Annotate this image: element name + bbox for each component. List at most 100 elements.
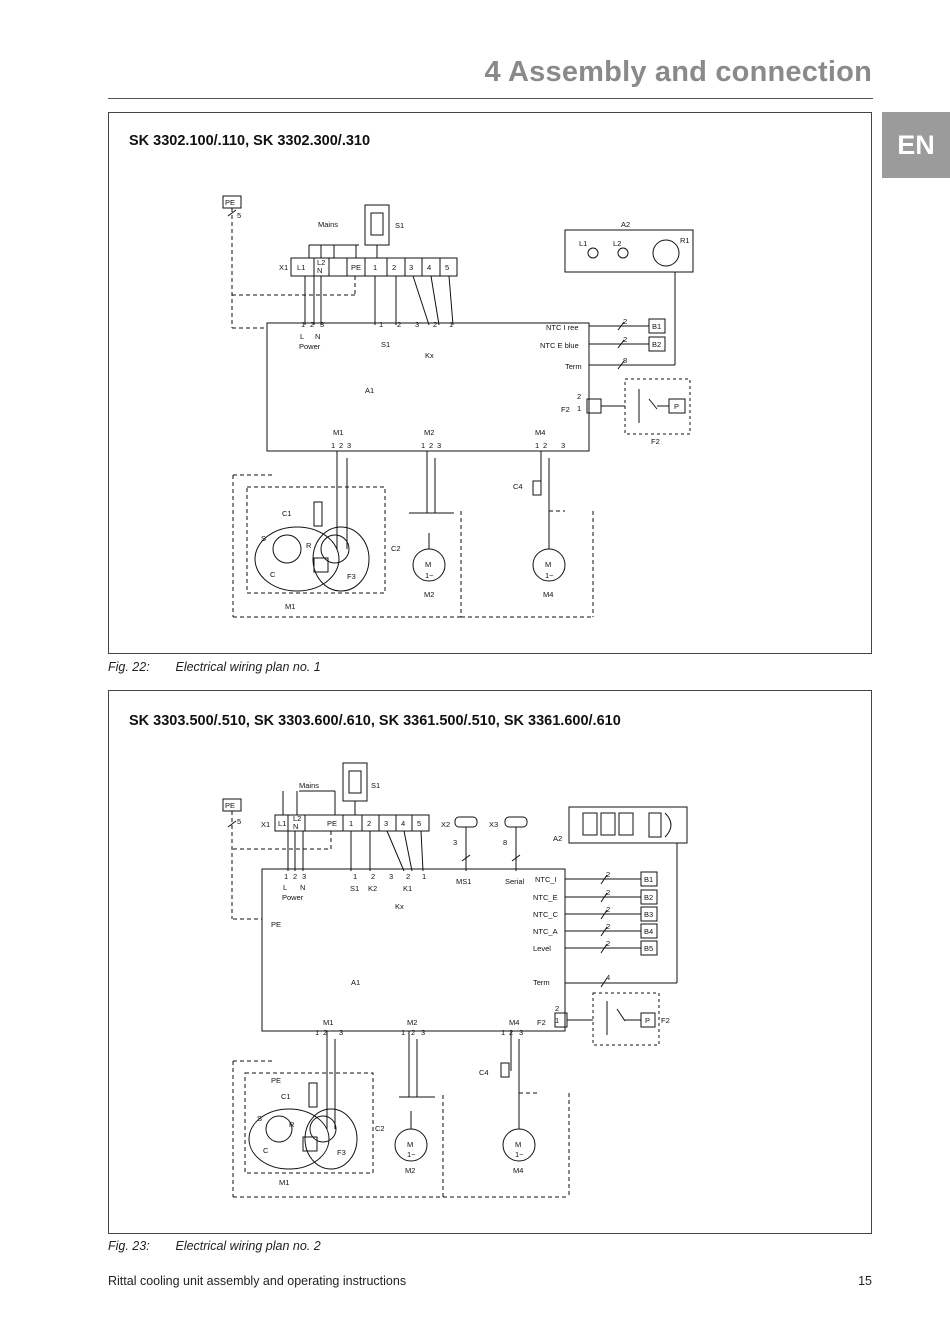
label2-m1: M1: [323, 1018, 333, 1027]
label2-k2: K2: [368, 884, 377, 893]
label2-wire-4: 4: [606, 973, 610, 982]
label-m1-b: M1: [285, 602, 295, 611]
label-m4-phase: 1~: [545, 571, 554, 580]
sensor-b3: [640, 906, 658, 922]
label2-f2-b: F2: [661, 1016, 670, 1025]
label2-N: N: [300, 883, 305, 892]
footer-page-number: 15: [858, 1274, 872, 1288]
label2-ntc-i: NTC_I: [535, 875, 557, 884]
s1-switch: [364, 204, 390, 246]
label-pe: PE: [225, 198, 235, 207]
label2-m4-3: 3: [519, 1028, 523, 1037]
figure-22-caption: Fig. 22: Electrical wiring plan no. 1: [108, 660, 321, 674]
x2-connector: [454, 816, 478, 828]
label2-t5: 5: [417, 819, 421, 828]
figure-23-title: SK 3303.500/.510, SK 3303.600/.610, SK 3…: [129, 713, 621, 729]
label2-l2: L2: [293, 814, 301, 823]
figure-23-panel: SK 3303.500/.510, SK 3303.600/.610, SK 3…: [108, 690, 872, 1234]
label2-a2: A2: [553, 834, 562, 843]
a1-controller-2: [261, 868, 566, 1032]
sensor-b1-2: [640, 871, 658, 887]
label2-wire-2e: 2: [606, 939, 610, 948]
label2-m1-3: 3: [339, 1028, 343, 1037]
label2-x1: X1: [261, 820, 270, 829]
label-m1-3: 3: [347, 441, 351, 450]
label2-b5: B5: [644, 944, 653, 953]
label-m4-3: 3: [561, 441, 565, 450]
language-tab[interactable]: EN: [882, 112, 950, 178]
x3-connector: [504, 816, 528, 828]
label2-m1-b: M1: [279, 1178, 289, 1187]
label2-power: Power: [282, 893, 304, 902]
label2-m2: M2: [407, 1018, 417, 1027]
s1-switch-2: [342, 762, 368, 802]
label-f3: F3: [347, 572, 356, 581]
label-wire-8: 8: [623, 356, 627, 365]
sensor-b4: [640, 923, 658, 939]
wiring-diagram-2: PE 5 Mains S1 X1 L1 L2 N PE 1 2 3 4 5 X2…: [222, 762, 688, 1198]
f2-thermostat-2: [592, 992, 660, 1046]
label-b1: B1: [652, 322, 661, 331]
label2-pe-num: 5: [237, 817, 241, 826]
label-m2-b: M2: [424, 590, 434, 599]
label2-p: P: [645, 1016, 650, 1025]
a2-digital-display: [568, 806, 688, 844]
label2-serial: Serial: [505, 877, 525, 886]
label-a2: A2: [621, 220, 630, 229]
label-m2-motor: M: [425, 560, 431, 569]
label2-b2: B2: [644, 893, 653, 902]
label-m2-2: 2: [429, 441, 433, 450]
label2-a1: A1: [351, 978, 360, 987]
label2-t3: 3: [384, 819, 388, 828]
label-mains: Mains: [318, 220, 338, 229]
label2-c2: C2: [375, 1124, 385, 1133]
label-c4: C4: [513, 482, 523, 491]
label2-m4-2: 2: [509, 1028, 513, 1037]
label2-m4-motor: M: [515, 1140, 521, 1149]
x1-terminal-strip: [290, 257, 458, 277]
label-k-5: 1: [449, 320, 453, 329]
label-pe-term: PE: [351, 263, 361, 272]
label-term: Term: [565, 362, 582, 371]
label2-s1-b: S1: [350, 884, 359, 893]
label-m1: M1: [333, 428, 343, 437]
label2-m2-2: 2: [411, 1028, 415, 1037]
label-k-3: 3: [415, 320, 419, 329]
label-m4: M4: [535, 428, 545, 437]
m1-compressor-outline-2: [244, 1072, 374, 1174]
label-p: P: [674, 402, 679, 411]
label-k-2: 2: [397, 320, 401, 329]
label2-b1: B1: [644, 875, 653, 884]
label2-k-5: 1: [422, 872, 426, 881]
label2-s: S: [257, 1114, 262, 1123]
label-r1: R1: [680, 236, 690, 245]
label2-ms1: MS1: [456, 877, 471, 886]
label2-c4: C4: [479, 1068, 489, 1077]
label2-wire-2b: 2: [606, 888, 610, 897]
label2-k-2: 2: [371, 872, 375, 881]
label2-b4: B4: [644, 927, 653, 936]
label-f2-n2: 1: [577, 404, 581, 413]
label-f2-n1: 2: [577, 392, 581, 401]
label2-level: Level: [533, 944, 551, 953]
label-s: S: [261, 534, 266, 543]
label-l2: L2: [317, 258, 325, 267]
label-t5: 5: [445, 263, 449, 272]
label-s1: S1: [395, 221, 404, 230]
label-a2-l1: L1: [579, 239, 587, 248]
label-m4-2: 2: [543, 441, 547, 450]
label-m2-phase: 1~: [425, 571, 434, 580]
label-t3: 3: [409, 263, 413, 272]
label2-term: Term: [533, 978, 550, 987]
label2-m2-1: 1: [401, 1028, 405, 1037]
label2-wire-2d: 2: [606, 922, 610, 931]
figure-23-caption-label: Fig. 23:: [108, 1239, 150, 1253]
label2-ntc-c: NTC_C: [533, 910, 559, 919]
label2-m2-motor: M: [407, 1140, 413, 1149]
label2-m2-3: 3: [421, 1028, 425, 1037]
label2-m2-phase: 1~: [407, 1150, 416, 1159]
label-wire-2a: 2: [623, 317, 627, 326]
label2-kx: Kx: [395, 902, 404, 911]
figure-22-panel: SK 3302.100/.110, SK 3302.300/.310: [108, 112, 872, 654]
label2-pwr-1: 1: [284, 872, 288, 881]
